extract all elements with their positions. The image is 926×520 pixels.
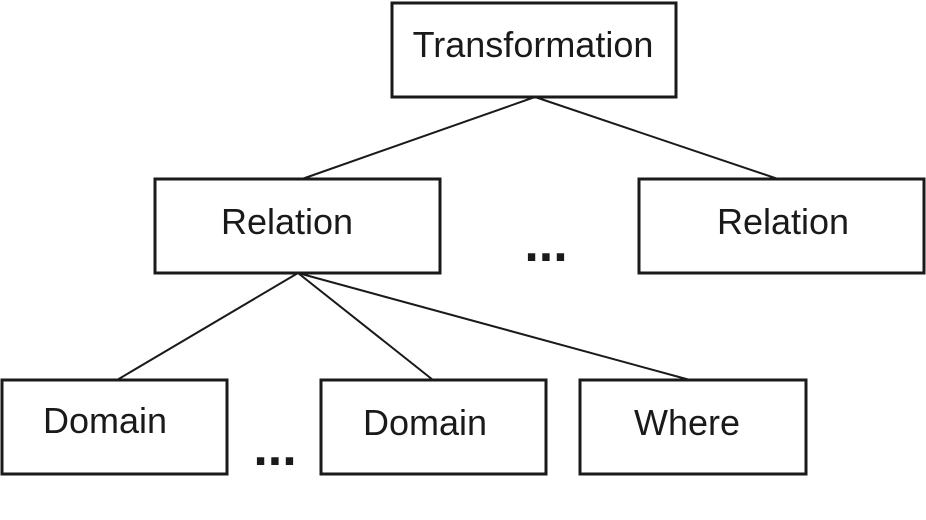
node-domain-1-label: Domain xyxy=(43,400,167,441)
edge-relation-to-where xyxy=(297,272,691,381)
node-relation-2: Relation xyxy=(637,177,926,275)
node-domain-1: Domain xyxy=(0,378,229,476)
edge-relation-to-domain-1 xyxy=(116,272,299,381)
node-domain-1-box xyxy=(0,378,229,476)
edge-root-to-relation-2 xyxy=(534,96,779,180)
node-relation-1-label: Relation xyxy=(221,201,353,242)
node-transformation: Transformation xyxy=(390,1,678,99)
node-relation-2-box xyxy=(637,177,926,275)
node-where-label: Where xyxy=(634,402,740,443)
node-relation-2-label: Relation xyxy=(717,201,849,242)
node-domain-2-label: Domain xyxy=(363,402,487,443)
node-relation-1: Relation xyxy=(153,177,442,275)
relation-ellipsis: ... xyxy=(524,215,567,273)
node-where-box xyxy=(578,378,808,476)
edges xyxy=(116,96,779,381)
node-relation-1-box xyxy=(153,177,442,275)
edge-root-to-relation-1 xyxy=(301,96,536,180)
node-transformation-box xyxy=(390,1,678,99)
node-transformation-label: Transformation xyxy=(413,24,654,65)
node-domain-2: Domain xyxy=(319,378,548,476)
node-domain-2-box xyxy=(319,378,548,476)
edge-relation-to-domain-2 xyxy=(297,272,434,381)
domain-ellipsis: ... xyxy=(253,419,296,477)
node-where: Where xyxy=(578,378,808,476)
